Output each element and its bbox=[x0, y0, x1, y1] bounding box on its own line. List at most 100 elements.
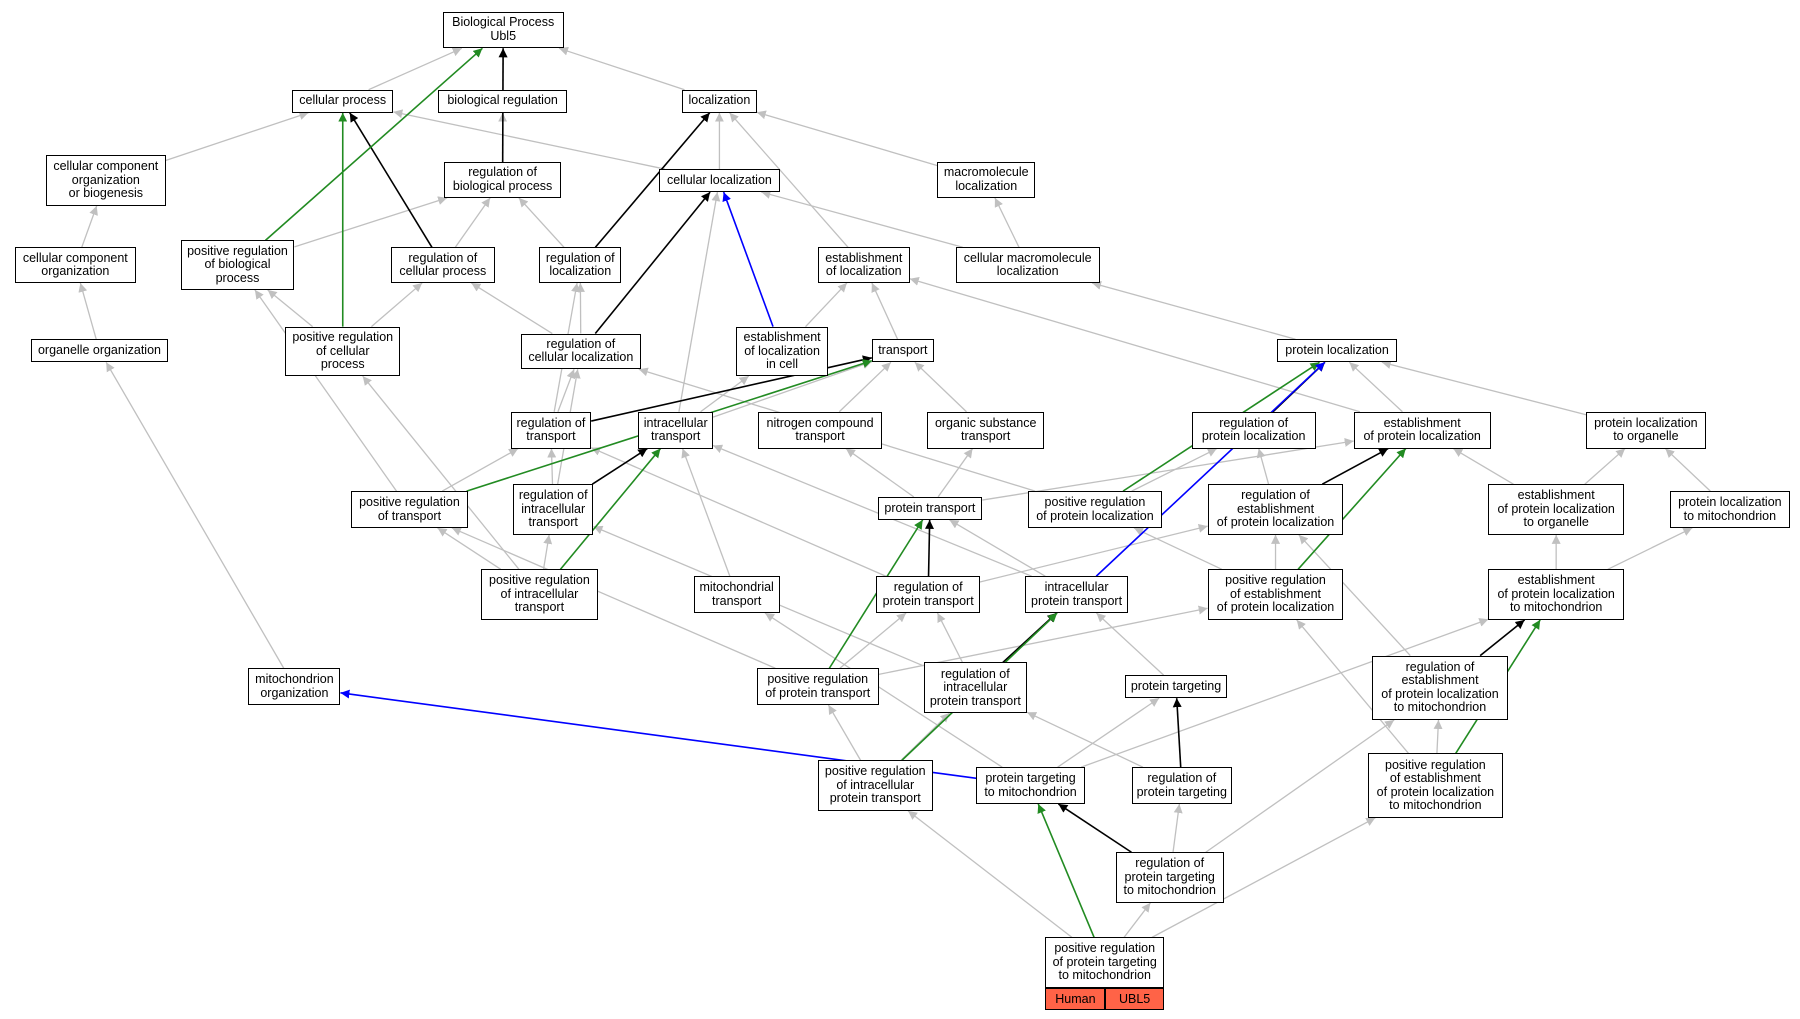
go-term-node[interactable]: protein localization to mitochondrion bbox=[1670, 491, 1790, 528]
go-term-node[interactable]: cellular process bbox=[292, 89, 394, 113]
edge-is-a bbox=[761, 190, 963, 248]
go-term-node[interactable]: localization bbox=[682, 89, 757, 113]
edge-positively-regulates bbox=[559, 448, 662, 570]
go-term-node[interactable]: establishment of protein localization bbox=[1353, 411, 1491, 449]
go-term-node[interactable]: protein targeting bbox=[1124, 675, 1228, 699]
go-term-node[interactable]: intracellular protein transport bbox=[1024, 576, 1129, 614]
go-term-node[interactable]: regulation of intracellular transport bbox=[512, 484, 594, 535]
go-term-node[interactable]: positive regulation of intracellular pro… bbox=[817, 760, 933, 811]
go-term-node[interactable]: positive regulation of establishment of … bbox=[1207, 569, 1344, 620]
go-term-node[interactable]: positive regulation of protein targeting… bbox=[1045, 937, 1164, 988]
edge-positively-regulates bbox=[264, 47, 483, 241]
edge-part-of bbox=[591, 447, 648, 485]
edge-is-a bbox=[1584, 448, 1626, 485]
edge-is-a bbox=[294, 196, 448, 248]
go-term-node[interactable]: establishment of localization in cell bbox=[736, 326, 829, 377]
go-term-node[interactable]: regulation of transport bbox=[510, 411, 592, 449]
edge-is-a bbox=[982, 438, 1354, 501]
go-term-node[interactable]: positive regulation of protein transport bbox=[756, 668, 879, 706]
go-term-node[interactable]: regulation of localization bbox=[539, 247, 622, 283]
edge-part-of bbox=[349, 112, 433, 248]
go-term-node[interactable]: cellular localization bbox=[659, 169, 780, 193]
edge-is-a bbox=[437, 527, 502, 570]
edge-is-a bbox=[547, 448, 557, 485]
edge-is-a bbox=[1096, 612, 1165, 676]
go-term-node[interactable]: regulation of establishment of protein l… bbox=[1372, 655, 1508, 720]
edge-is-a bbox=[81, 205, 98, 248]
edge-part-of bbox=[924, 519, 934, 577]
edge-is-a bbox=[78, 282, 97, 340]
go-term-node[interactable]: positive regulation of intracellular tra… bbox=[480, 569, 599, 620]
edge-is-a bbox=[907, 810, 1073, 938]
go-term-node[interactable]: positive regulation of cellular process bbox=[285, 326, 401, 377]
go-term-node[interactable]: cellular component organization or bioge… bbox=[46, 155, 166, 206]
go-term-node[interactable]: biological regulation bbox=[438, 89, 568, 113]
edge-is-a bbox=[542, 534, 553, 570]
edge-is-a bbox=[451, 527, 776, 669]
edge-is-a bbox=[267, 289, 313, 328]
go-term-node[interactable]: regulation of biological process bbox=[443, 162, 562, 198]
go-term-node[interactable]: macromolecule localization bbox=[937, 162, 1036, 198]
edge-is-a bbox=[558, 46, 685, 91]
edge-positively-regulates bbox=[1297, 448, 1407, 570]
edge-part-of bbox=[1057, 803, 1132, 853]
edge-is-a bbox=[1133, 527, 1223, 570]
go-term-node[interactable]: positive regulation of biological proces… bbox=[180, 240, 295, 290]
edge-is-a bbox=[712, 360, 873, 418]
edge-is-a bbox=[105, 361, 285, 669]
go-term-node[interactable]: Biological Process Ubl5 bbox=[442, 11, 564, 49]
go-term-node[interactable]: protein localization bbox=[1276, 339, 1398, 363]
go-term-node[interactable]: nitrogen compound transport bbox=[757, 411, 883, 449]
go-term-node[interactable]: positive regulation of establishment of … bbox=[1367, 753, 1504, 818]
go-term-node[interactable]: regulation of protein targeting to mitoc… bbox=[1115, 852, 1224, 903]
go-term-node[interactable]: regulation of establishment of protein l… bbox=[1207, 484, 1344, 535]
edge-is-a bbox=[1123, 902, 1151, 938]
go-term-node[interactable]: protein targeting to mitochondrion bbox=[976, 767, 1085, 804]
edge-is-a bbox=[845, 448, 915, 498]
edge-is-a bbox=[393, 109, 665, 170]
go-term-node[interactable]: transport bbox=[871, 339, 934, 363]
go-term-node[interactable]: organic substance transport bbox=[927, 411, 1045, 449]
edge-is-a bbox=[1348, 361, 1403, 413]
go-term-node[interactable]: protein localization to organelle bbox=[1586, 411, 1706, 449]
edge-is-a bbox=[871, 282, 899, 340]
edge-is-a bbox=[700, 375, 750, 413]
go-term-node[interactable]: cellular macromolecule localization bbox=[955, 247, 1100, 283]
edge-is-a bbox=[441, 447, 519, 492]
edge-is-a bbox=[994, 197, 1020, 248]
edge-part-of bbox=[1321, 447, 1389, 485]
go-term-node[interactable]: establishment of protein localization to… bbox=[1488, 569, 1625, 620]
go-term-node[interactable]: intracellular transport bbox=[638, 411, 714, 449]
go-term-node[interactable]: cellular component organization bbox=[14, 247, 136, 283]
go-term-node[interactable]: regulation of intracellular protein tran… bbox=[923, 662, 1028, 714]
go-term-node[interactable]: regulation of protein localization bbox=[1191, 411, 1316, 449]
go-term-node[interactable]: regulation of cellular localization bbox=[521, 333, 641, 370]
go-term-node[interactable]: establishment of localization bbox=[817, 247, 910, 283]
go-term-node[interactable]: mitochondrial transport bbox=[693, 576, 780, 614]
edge-is-a bbox=[368, 47, 463, 91]
edge-is-a bbox=[827, 704, 862, 761]
go-term-node[interactable]: establishment of protein localization to… bbox=[1488, 484, 1625, 535]
edge-is-a bbox=[1026, 711, 1144, 768]
edge-part-of bbox=[594, 112, 711, 248]
edge-is-a bbox=[838, 361, 892, 413]
edge-is-a bbox=[1298, 534, 1411, 657]
edge-is-a bbox=[681, 448, 731, 577]
go-term-node[interactable]: organelle organization bbox=[31, 339, 168, 363]
go-term-node[interactable]: protein transport bbox=[877, 496, 983, 520]
edge-part-of bbox=[594, 191, 711, 335]
go-term-node[interactable]: mitochondrion organization bbox=[248, 668, 341, 706]
go-term-node[interactable]: regulation of protein targeting bbox=[1131, 767, 1232, 804]
go-term-node[interactable]: positive regulation of transport bbox=[350, 491, 469, 528]
edge-is-a bbox=[712, 444, 1032, 577]
edge-is-a bbox=[165, 111, 309, 162]
edge-is-a bbox=[979, 523, 1208, 583]
edge-part-of bbox=[1479, 619, 1526, 657]
edge-is-a bbox=[1452, 448, 1514, 485]
edge-is-a bbox=[254, 289, 398, 492]
go-term-node[interactable]: regulation of protein transport bbox=[876, 576, 980, 614]
edge-is-a bbox=[936, 612, 964, 663]
edge-is-a bbox=[1607, 527, 1693, 570]
go-term-node[interactable]: positive regulation of protein localizat… bbox=[1028, 491, 1162, 528]
go-term-node[interactable]: regulation of cellular process bbox=[391, 247, 495, 283]
